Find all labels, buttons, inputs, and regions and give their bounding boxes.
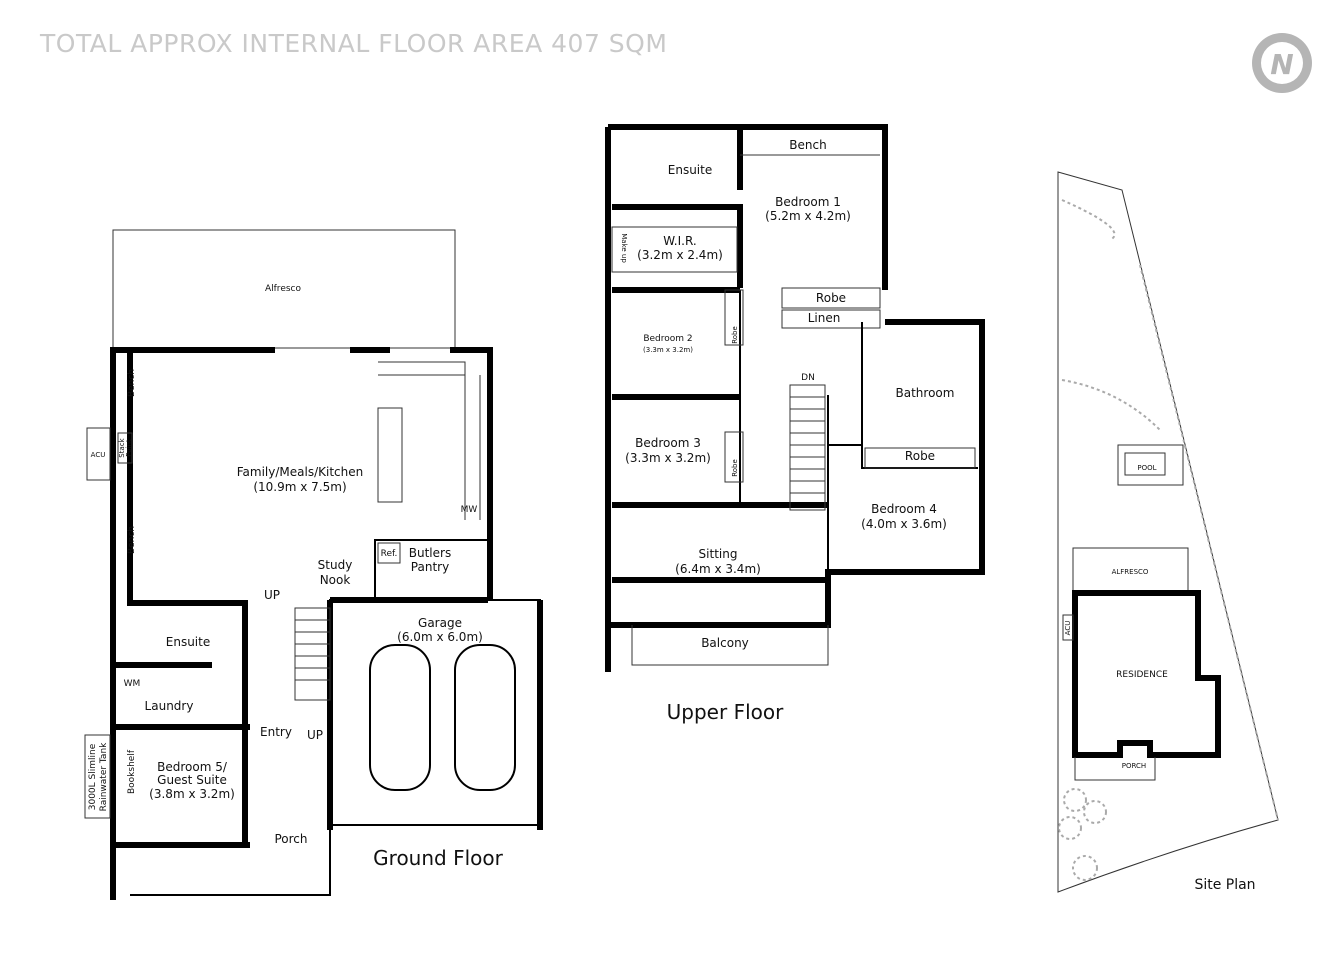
site-acu-label: ACU (1064, 621, 1072, 636)
residence-label: RESIDENCE (1116, 670, 1168, 680)
robe-label-4: Robe (905, 449, 935, 463)
robe-label-3: Robe (731, 459, 739, 477)
bench-label-bottom: Bench (127, 526, 137, 554)
room-label-laundry: Laundry (145, 699, 194, 713)
room-size-bedroom1: (5.2m x 4.2m) (765, 209, 851, 223)
room-label-bedroom2: Bedroom 2 (643, 334, 692, 344)
room-label-ensuite-ground: Ensuite (166, 635, 210, 649)
stairs-down-label: DN (801, 373, 815, 383)
room-label-sitting: Sitting (699, 547, 738, 561)
robe-label-2: Robe (731, 326, 739, 344)
room-label-ensuite-upper: Ensuite (668, 163, 712, 177)
room-label-bedroom5-1: Bedroom 5/ (157, 760, 228, 774)
room-label-bedroom4: Bedroom 4 (871, 502, 937, 516)
room-size-bedroom3: (3.3m x 3.2m) (625, 451, 711, 465)
pool-label: POOL (1137, 464, 1156, 472)
room-size-bedroom5: (3.8m x 3.2m) (149, 787, 235, 801)
floor-area-title: TOTAL APPROX INTERNAL FLOOR AREA 407 SQM (39, 29, 667, 58)
room-size-wir: (3.2m x 2.4m) (637, 248, 723, 262)
room-label-family: Family/Meals/Kitchen (237, 465, 363, 479)
upper-floor-heading: Upper Floor (667, 700, 784, 724)
make-up-label: Make up (620, 233, 628, 263)
room-size-bedroom2: (3.3m x 3.2m) (643, 346, 693, 354)
room-label-balcony: Balcony (701, 636, 749, 650)
site-alfresco-label: ALFRESCO (1112, 568, 1149, 576)
room-label-alfresco: Alfresco (265, 284, 302, 294)
room-label-wir: W.I.R. (663, 234, 696, 248)
svg-text:N: N (1270, 48, 1293, 81)
bench-label-upper: Bench (789, 138, 826, 152)
room-size-family: (10.9m x 7.5m) (253, 480, 346, 494)
site-porch-label: PORCH (1122, 762, 1146, 770)
mw-label: MW (461, 505, 478, 515)
room-size-sitting: (6.4m x 3.4m) (675, 562, 761, 576)
robe-label-1: Robe (816, 291, 846, 305)
stairs-up-label-top: UP (264, 588, 280, 602)
room-label-bedroom1: Bedroom 1 (775, 195, 841, 209)
acu-label: ACU (91, 451, 106, 459)
room-label-bathroom: Bathroom (896, 386, 955, 400)
rainwater-tank-label-1: 3000L Slimline (88, 743, 98, 810)
site-plan-heading: Site Plan (1194, 877, 1255, 893)
stack-point-label-2: Point (125, 439, 133, 457)
room-label-bedroom5-2: Guest Suite (157, 773, 227, 787)
room-label-garage: Garage (418, 616, 462, 630)
room-size-bedroom4: (4.0m x 3.6m) (861, 517, 947, 531)
room-label-entry: Entry (260, 725, 292, 739)
brand-logo: N (1252, 33, 1312, 93)
ref-label: Ref. (381, 549, 398, 559)
room-size-garage: (6.0m x 6.0m) (397, 630, 483, 644)
room-label-bedroom3: Bedroom 3 (635, 436, 701, 450)
bench-label-top: Bench (127, 369, 137, 397)
room-label-study-1: Study (318, 558, 353, 572)
wm-label: WM (124, 679, 141, 689)
ground-floor-plan (84, 229, 543, 900)
upper-floor-plan (605, 124, 985, 672)
bookshelf-label: Bookshelf (127, 749, 137, 794)
ground-floor-heading: Ground Floor (373, 846, 503, 870)
rainwater-tank-label-2: Rainwater Tank (99, 742, 109, 812)
room-label-butlers-1: Butlers (409, 546, 451, 560)
linen-label: Linen (808, 311, 841, 325)
room-label-porch: Porch (274, 832, 307, 846)
room-label-study-2: Nook (320, 573, 351, 587)
stairs-up-label-bottom: UP (307, 728, 323, 742)
stack-point-label-1: Stack (118, 437, 126, 457)
site-plan (1057, 171, 1279, 893)
room-label-butlers-2: Pantry (411, 560, 449, 574)
